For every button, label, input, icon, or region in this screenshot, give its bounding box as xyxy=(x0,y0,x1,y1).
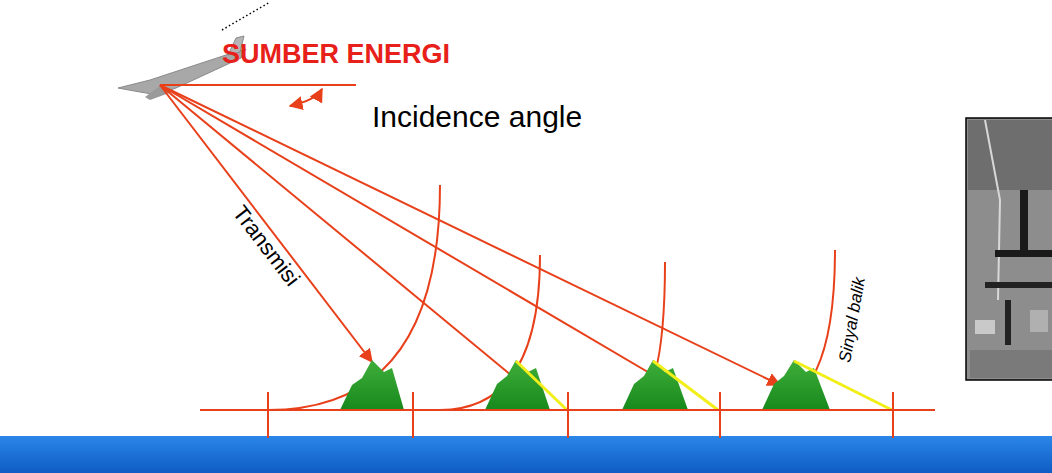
return-wavefronts xyxy=(268,185,835,410)
angle-arrow xyxy=(290,89,322,106)
radar-image xyxy=(966,118,1052,380)
return-signal-label: Sinyal balik xyxy=(836,274,870,366)
range-ticks xyxy=(200,392,935,438)
angle-label: Incidence angle xyxy=(372,100,582,133)
ground-band xyxy=(0,436,1052,473)
radar-shadow xyxy=(516,361,892,410)
transmit-label: Transmisi xyxy=(226,200,305,293)
reference-line xyxy=(160,84,356,86)
source-label: SUMBER ENERGI xyxy=(222,40,450,70)
transmit-rays xyxy=(160,85,780,388)
dotted-line xyxy=(222,2,270,30)
